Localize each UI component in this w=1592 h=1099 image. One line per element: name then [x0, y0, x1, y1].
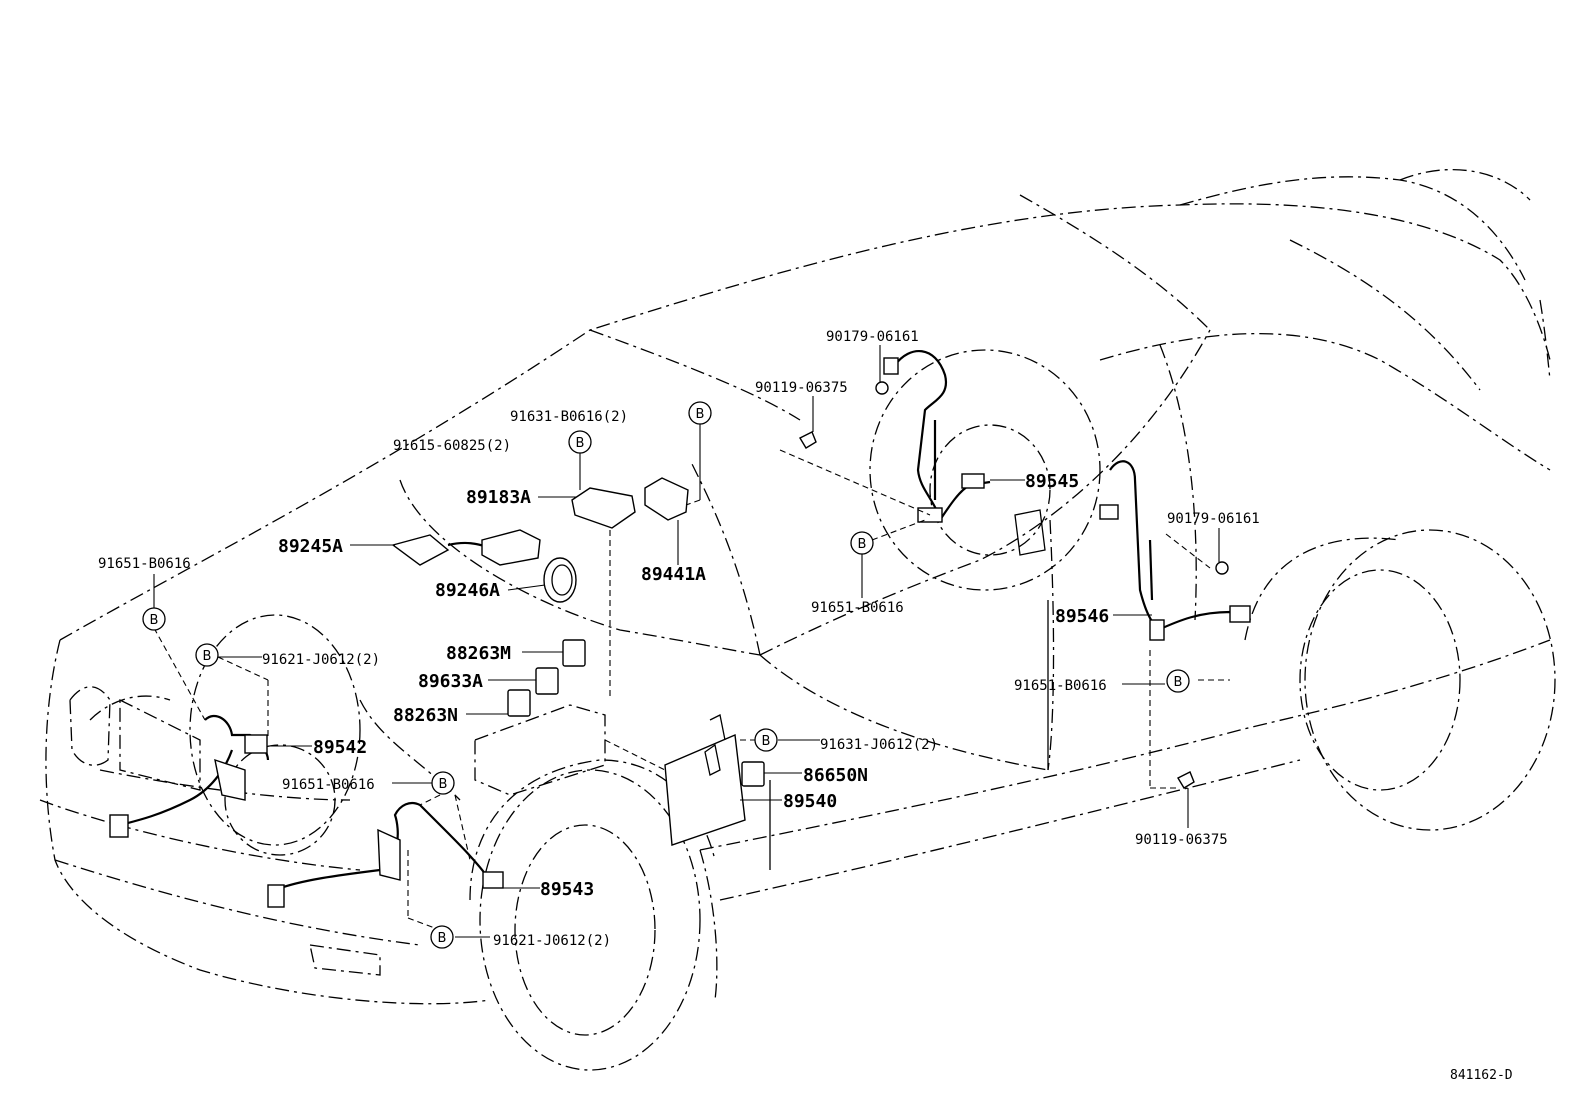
label-90119-top: 90119-06375: [755, 380, 848, 396]
label-89245a: 89245A: [278, 536, 343, 557]
svg-text:B: B: [150, 613, 159, 628]
b-markers: B B B B B B B B B: [142, 401, 1190, 949]
label-90119-bottom: 90119-06375: [1135, 832, 1228, 848]
sensor-89441A: [644, 477, 689, 521]
bolt-90119-top: [799, 431, 817, 449]
bolt-90119-bottom: [1177, 771, 1195, 789]
sensor-89546: [1099, 460, 1251, 641]
structure-lines: [769, 509, 1049, 870]
label-90179-top: 90179-06161: [826, 329, 919, 345]
relay-89633A: [535, 667, 559, 695]
label-91631-j0612: 91631-J0612(2): [820, 737, 938, 753]
label-88263m: 88263M: [446, 643, 511, 664]
label-91621-top: 91621-J0612(2): [262, 652, 380, 668]
label-91615: 91615-60825(2): [393, 438, 511, 454]
b-marker-91631-j0612: B: [754, 728, 778, 752]
svg-text:B: B: [439, 777, 448, 792]
relay-86650N: [741, 761, 765, 787]
label-91621-bottom: 91621-J0612(2): [493, 933, 611, 949]
label-89543: 89543: [540, 879, 594, 900]
label-91631-b0616: 91631-B0616(2): [510, 409, 628, 425]
b-marker-91631-b0616: B: [688, 401, 712, 425]
sensor-89545: [883, 350, 991, 523]
diagram-code: 841162-D: [1450, 1068, 1513, 1083]
relay-88263M: [562, 639, 586, 667]
b-marker-91621-bottom: B: [430, 925, 454, 949]
ecu-89540: [664, 714, 746, 846]
svg-text:B: B: [762, 734, 771, 749]
ring-89246A: [543, 557, 577, 603]
label-89540: 89540: [783, 791, 837, 812]
label-89246a: 89246A: [435, 580, 500, 601]
label-88263n: 88263N: [393, 705, 458, 726]
svg-text:B: B: [1174, 675, 1183, 690]
relay-88263N: [507, 689, 531, 717]
svg-text:B: B: [576, 436, 585, 451]
label-89441a: 89441A: [641, 564, 706, 585]
car-body-outline: [39, 169, 1556, 1071]
label-86650n: 86650N: [803, 765, 868, 786]
label-91651-right: 91651-B0616: [1014, 678, 1107, 694]
sensor-89543: [267, 801, 504, 908]
svg-text:B: B: [203, 649, 212, 664]
label-89546: 89546: [1055, 606, 1109, 627]
leader-lines: [153, 345, 1220, 938]
b-marker-91651-lower: B: [431, 771, 455, 795]
label-91651-lower: 91651-B0616: [282, 777, 375, 793]
sensor-89183A: [571, 487, 636, 529]
dashed-leaders: [153, 449, 1230, 931]
label-89542: 89542: [313, 737, 367, 758]
label-90179-right: 90179-06161: [1167, 511, 1260, 527]
b-marker-91615: B: [568, 430, 592, 454]
svg-text:B: B: [858, 537, 867, 552]
b-marker-91621-top: B: [195, 643, 219, 667]
label-91651-left: 91651-B0616: [98, 556, 191, 572]
b-marker-91651-left: B: [142, 607, 166, 631]
switch-89245A: [391, 529, 541, 566]
label-89183a: 89183A: [466, 487, 531, 508]
svg-text:B: B: [438, 931, 447, 946]
sensor-89542: [109, 714, 270, 838]
label-91651-mid: 91651-B0616: [811, 600, 904, 616]
label-89633a: 89633A: [418, 671, 483, 692]
label-89545: 89545: [1025, 471, 1079, 492]
b-marker-91651-right: B: [1166, 669, 1190, 693]
nut-90179-right: [1215, 561, 1229, 575]
junction-block: [474, 704, 606, 796]
svg-text:B: B: [696, 407, 705, 422]
b-marker-91651-mid: B: [850, 531, 874, 555]
part-labels: 90179-06161 90119-06375 91631-B0616(2) 9…: [98, 329, 1513, 1083]
nut-90179-top: [875, 381, 889, 395]
